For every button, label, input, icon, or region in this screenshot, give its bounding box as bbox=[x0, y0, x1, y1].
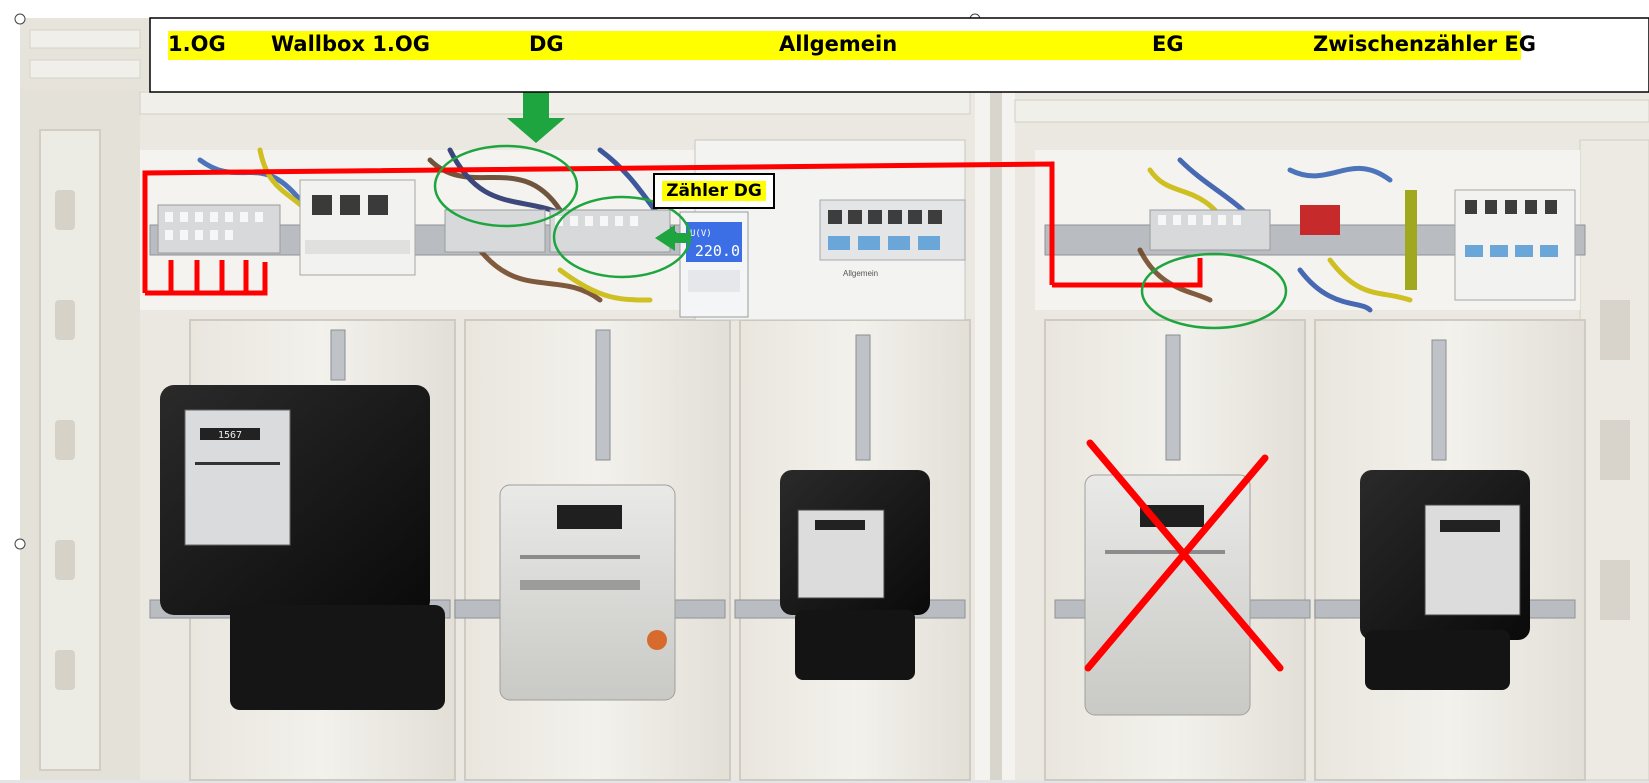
red-cross-icon bbox=[1084, 439, 1284, 672]
breaker-module-right bbox=[1300, 189, 1576, 301]
breaker-module-wallbox bbox=[299, 179, 416, 276]
green-circles bbox=[433, 144, 1288, 330]
red-wiring-annotation bbox=[142, 161, 1203, 296]
meter-1og: 1567 bbox=[160, 385, 445, 710]
label-eg: EG bbox=[1152, 32, 1184, 56]
callout-zaehler-dg: Zähler DG bbox=[653, 173, 775, 209]
din-meter-unit: U(V) bbox=[690, 229, 712, 239]
din-meter-reading: 220.0 bbox=[695, 242, 740, 260]
label-allgemein: Allgemein bbox=[779, 32, 898, 56]
label-wallbox-1og: Wallbox 1.OG bbox=[271, 32, 430, 56]
callout-text: Zähler DG bbox=[662, 181, 766, 201]
terminal-block bbox=[549, 209, 671, 253]
meter-allgemein bbox=[780, 470, 930, 680]
din-rail-meter: U(V) 220.0 bbox=[679, 211, 749, 318]
meter-dg bbox=[499, 484, 676, 701]
green-arrow-icon bbox=[507, 66, 690, 251]
label-1og: 1.OG bbox=[168, 32, 226, 56]
header-highlight bbox=[168, 31, 1521, 60]
breaker-label: Allgemein bbox=[843, 269, 878, 278]
meter-eg bbox=[1084, 474, 1251, 716]
label-zwischenzaehler-eg: Zwischenzähler EG bbox=[1313, 32, 1536, 56]
meter-zwischenzaehler-eg bbox=[1360, 470, 1530, 690]
label-dg: DG bbox=[529, 32, 564, 56]
meter-1og-counter: 1567 bbox=[218, 430, 242, 441]
